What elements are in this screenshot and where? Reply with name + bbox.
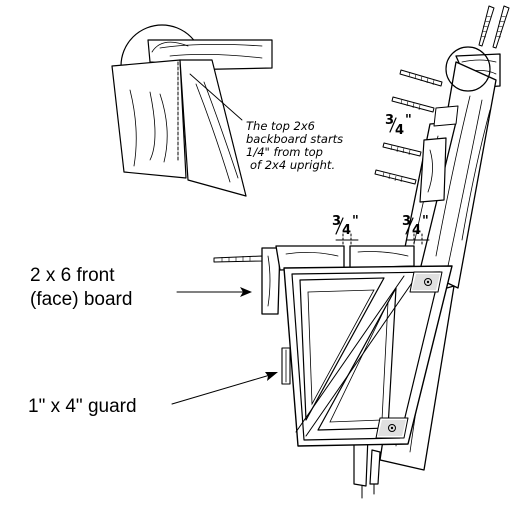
callout-line-1: The top 2x6 — [246, 119, 315, 133]
svg-text:": " — [352, 214, 359, 229]
svg-text:3: 3 — [385, 113, 394, 128]
dimension-top-right: 3 4 " — [402, 214, 429, 238]
front-board-label-line-1: 2 x 6 front — [30, 265, 115, 286]
callout-line-4: of 2x4 upright. — [250, 158, 335, 172]
svg-text:4: 4 — [395, 123, 404, 138]
svg-text:": " — [422, 214, 429, 229]
top-joint-circle — [445, 46, 491, 92]
callout-line-3: 1/4" from top — [246, 145, 323, 159]
top-screws — [478, 5, 510, 49]
dimension-top-left: 3 4 " — [332, 214, 359, 238]
side-screws — [213, 69, 443, 263]
guard-label: 1" x 4" guard — [28, 372, 278, 417]
guard-label-text: 1" x 4" guard — [28, 396, 137, 417]
front-face-board — [261, 233, 453, 447]
dimension-side: 3 4 " — [385, 113, 412, 138]
bracket-top — [409, 271, 443, 293]
detail-inset: The top 2x6 backboard starts 1/4" from t… — [111, 24, 343, 197]
front-board-label-line-2: (face) board — [30, 289, 132, 310]
guard-strip — [281, 347, 291, 385]
svg-text:3: 3 — [402, 214, 411, 229]
bracket-bottom — [375, 417, 409, 439]
guard-arrow — [171, 374, 271, 405]
callout-leader — [189, 73, 243, 121]
svg-text:4: 4 — [342, 223, 351, 238]
callout-line-2: backboard starts — [246, 132, 343, 146]
svg-text:3: 3 — [332, 214, 341, 229]
svg-text:": " — [405, 113, 412, 128]
front-board-label: 2 x 6 front (face) board — [30, 265, 252, 310]
svg-text:4: 4 — [412, 223, 421, 238]
